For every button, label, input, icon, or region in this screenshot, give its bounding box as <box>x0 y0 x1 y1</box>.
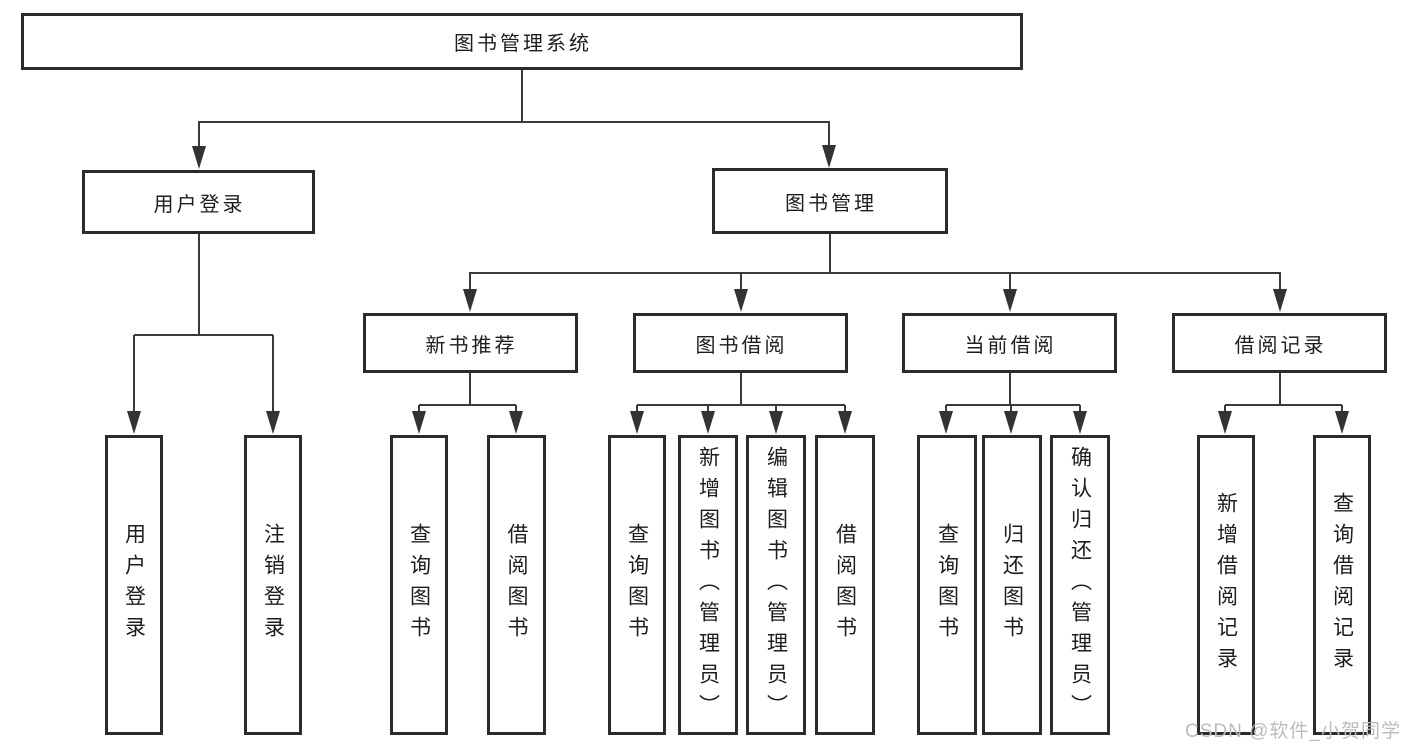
leaf-logout: 注销登录 <box>244 435 302 735</box>
leaf-edit-book-admin: 编辑图书（管理员） <box>746 435 806 735</box>
leaf-query-books-2-label: 查询图书 <box>625 523 649 647</box>
leaf-borrow-books-2: 借阅图书 <box>815 435 875 735</box>
leaf-query-books-1: 查询图书 <box>390 435 448 735</box>
node-current-borrow: 当前借阅 <box>902 313 1117 373</box>
leaf-query-books-3-label: 查询图书 <box>935 523 959 647</box>
arrowheads <box>127 145 1349 434</box>
leaf-add-book-admin-label: 新增图书（管理员） <box>696 445 720 725</box>
node-borrow-records: 借阅记录 <box>1172 313 1387 373</box>
leaf-confirm-return-admin: 确认归还（管理员） <box>1050 435 1110 735</box>
leaf-query-books-1-label: 查询图书 <box>407 523 431 647</box>
leaf-confirm-return-admin-label: 确认归还（管理员） <box>1068 445 1092 725</box>
node-book-borrow: 图书借阅 <box>633 313 848 373</box>
node-book-management: 图书管理 <box>712 168 948 234</box>
leaf-query-borrow-record-label: 查询借阅记录 <box>1330 492 1354 678</box>
leaf-borrow-books-1-label: 借阅图书 <box>505 523 528 647</box>
leaf-user-login: 用户登录 <box>105 435 163 735</box>
node-user-login: 用户登录 <box>82 170 315 234</box>
node-new-book-recommend: 新书推荐 <box>363 313 578 373</box>
node-book-management-label: 图书管理 <box>785 192 877 215</box>
leaf-query-books-3: 查询图书 <box>917 435 977 735</box>
leaf-borrow-books-2-label: 借阅图书 <box>833 523 857 647</box>
node-new-book-recommend-label: 新书推荐 <box>425 334 518 357</box>
leaf-logout-label: 注销登录 <box>261 523 285 647</box>
node-root: 图书管理系统 <box>21 13 1023 70</box>
leaf-edit-book-admin-label: 编辑图书（管理员） <box>764 445 788 725</box>
node-user-login-label: 用户登录 <box>153 193 246 216</box>
leaf-return-books-label: 归还图书 <box>1000 523 1024 647</box>
node-book-borrow-label: 图书借阅 <box>695 334 788 357</box>
leaf-add-book-admin: 新增图书（管理员） <box>678 435 738 735</box>
leaf-add-borrow-record: 新增借阅记录 <box>1197 435 1255 735</box>
leaf-add-borrow-record-label: 新增借阅记录 <box>1214 492 1238 678</box>
leaf-return-books: 归还图书 <box>982 435 1042 735</box>
leaf-borrow-books-1: 借阅图书 <box>487 435 546 735</box>
leaf-query-borrow-record: 查询借阅记录 <box>1313 435 1371 735</box>
node-root-label: 图书管理系统 <box>454 33 592 55</box>
node-borrow-records-label: 借阅记录 <box>1234 334 1327 357</box>
leaf-user-login-label: 用户登录 <box>122 523 146 647</box>
node-current-borrow-label: 当前借阅 <box>964 334 1057 357</box>
leaf-query-books-2: 查询图书 <box>608 435 666 735</box>
watermark-text: CSDN @软件_小贺同学 <box>1185 721 1401 742</box>
